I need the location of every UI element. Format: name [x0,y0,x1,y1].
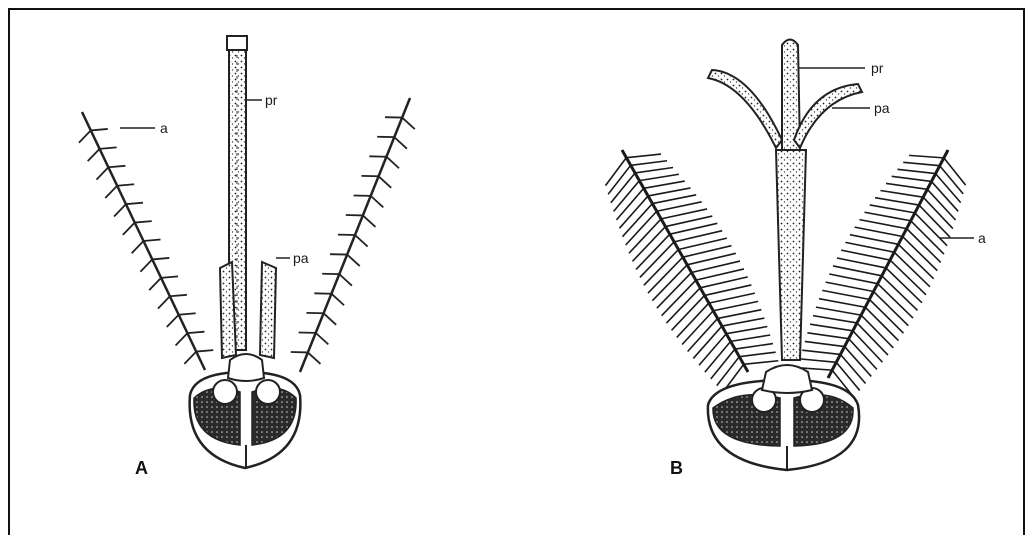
proboscis-b [776,40,806,361]
label-pr-a: pr [265,92,278,108]
label-pa-a: pa [293,250,309,266]
label-a-a: a [160,120,168,136]
panel-caption-b: B [670,458,683,478]
antenna-a-right [291,98,415,372]
antenna-a-left [79,112,213,370]
antenna-b-right [797,150,965,397]
panel-caption-a: A [135,458,148,478]
panel-b: pr pa a B [605,40,986,479]
antenna-b-left [605,150,778,392]
label-a-b: a [978,230,986,246]
palp-a [220,262,276,358]
label-pa-b: pa [874,100,890,116]
label-pr-b: pr [871,60,884,76]
head-capsule-a [190,354,301,468]
panel-a: pr pa a A [79,36,415,478]
